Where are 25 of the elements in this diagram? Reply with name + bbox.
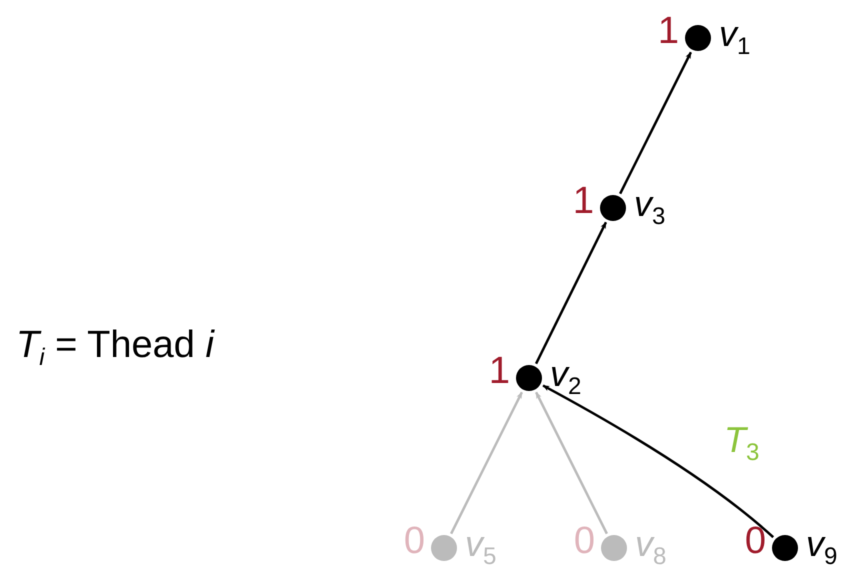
vertex-label: v$_{3}$ [634, 186, 666, 229]
edge-label: T$_{3}$ [724, 422, 760, 465]
vertex-value: 1 [488, 352, 510, 390]
vertex-value: 0 [404, 522, 425, 560]
arrow [542, 384, 774, 538]
vertex-value: 0 [744, 522, 766, 560]
arrow [619, 52, 692, 194]
vertex-label: v$_{1}$ [719, 16, 750, 59]
arrow [534, 222, 608, 364]
vertex-label: v$_{2}$ [550, 356, 582, 399]
arrow [450, 392, 523, 534]
vertex-value: 1 [572, 182, 594, 220]
vertex-dot [516, 365, 542, 391]
vertex-label: v$_{8}$ [635, 526, 666, 566]
vertex-value: 0 [574, 522, 595, 560]
vertex-dot [600, 195, 626, 221]
vertex-dot [772, 535, 798, 561]
vertex-value: 1 [658, 12, 679, 50]
vertex-dot [601, 535, 627, 561]
vertex-label: v$_{9}$ [806, 526, 838, 566]
vertex-dot [685, 25, 711, 51]
vertex-label: v$_{5}$ [465, 526, 496, 566]
arrow [535, 392, 608, 534]
legend-note: T$_{i}$ = Thead i [16, 326, 214, 370]
vertex-dot [431, 535, 457, 561]
